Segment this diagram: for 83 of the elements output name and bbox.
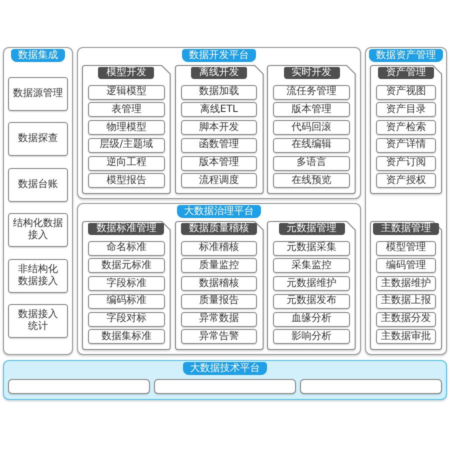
- feature-box: 编码标准: [88, 294, 165, 309]
- feature-box: 主数据维护: [376, 276, 436, 292]
- platform-panel: [3, 47, 73, 355]
- feature-box: 流程调度: [180, 173, 258, 188]
- module-title: 资产管理: [378, 67, 434, 79]
- feature-box: 代码回滚: [273, 120, 350, 136]
- feature-box: 函数管理: [180, 138, 258, 153]
- feature-box: 离线ETL: [180, 102, 258, 118]
- feature-box: 资产授权: [376, 173, 436, 188]
- feature-box: 主数据分发: [376, 312, 436, 327]
- platform-panel: [77, 47, 361, 199]
- feature-box: 逆向工程: [88, 156, 165, 171]
- feature-box: 数据稽核: [180, 276, 258, 292]
- module-title: 实时开发: [284, 67, 340, 79]
- feature-box: 元数据发布: [273, 294, 350, 309]
- feature-box: 数据源管理: [8, 76, 68, 111]
- panel-title: 大数据技术平台: [183, 362, 267, 375]
- module-panel: [174, 65, 264, 194]
- feature-box: 数据台账: [8, 168, 68, 202]
- module-panel: [267, 221, 356, 350]
- feature-box: 主数据上报: [376, 294, 436, 309]
- feature-box: 采集监控: [273, 258, 350, 274]
- platform-panel: [77, 203, 361, 355]
- feature-box: 非结构化数据接入: [8, 258, 68, 293]
- feature-box: 表管理: [88, 102, 165, 118]
- panel-title: 数据资产管理: [369, 49, 443, 62]
- feature-box: 在线编辑: [273, 138, 350, 153]
- module-title: 模型开发: [98, 67, 154, 79]
- feature-box: 资产目录: [376, 102, 436, 118]
- empty-box: [300, 379, 442, 394]
- feature-box: 异常数据: [180, 312, 258, 327]
- feature-box: 数据探查: [8, 122, 68, 156]
- feature-box: 模型管理: [376, 240, 436, 256]
- module-title: 离线开发: [191, 67, 247, 79]
- feature-box: 字段标准: [88, 276, 165, 292]
- module-panel: [267, 65, 356, 194]
- feature-box: 流任务管理: [273, 84, 350, 100]
- module-title: 数据标准管理: [88, 223, 164, 235]
- feature-box: 物理模型: [88, 120, 165, 136]
- feature-box: 版本管理: [180, 156, 258, 171]
- feature-box: 结构化数据接入: [8, 213, 68, 248]
- feature-box: 字段对标: [88, 312, 165, 327]
- feature-box: 编码管理: [376, 258, 436, 274]
- module-title: 主数据管理: [373, 223, 439, 235]
- module-title: 元数据管理: [278, 223, 345, 235]
- feature-box: 数据加载: [180, 84, 258, 100]
- feature-box: 资产检索: [376, 120, 436, 136]
- feature-box: 多语言: [273, 156, 350, 171]
- feature-box: 标准稽核: [180, 240, 258, 256]
- feature-box: 模型报告: [88, 173, 165, 188]
- empty-box: [8, 379, 150, 394]
- feature-box: 层级/主题域: [88, 138, 165, 153]
- feature-box: 影响分析: [273, 329, 350, 344]
- panel-title: 数据集成: [11, 49, 65, 62]
- feature-box: 资产订阅: [376, 156, 436, 171]
- feature-box: 数据元标准: [88, 258, 165, 274]
- feature-box: 主数据审批: [376, 329, 436, 344]
- module-panel: [82, 65, 171, 194]
- module-panel: [82, 221, 171, 350]
- feature-box: 质量报告: [180, 294, 258, 309]
- platform-panel: [3, 360, 447, 400]
- module-panel: [370, 221, 442, 350]
- feature-box: 脚本开发: [180, 120, 258, 136]
- platform-panel: [365, 47, 447, 355]
- feature-box: 数据接入统计: [8, 304, 68, 338]
- feature-box: 资产详情: [376, 138, 436, 153]
- feature-box: 在线预览: [273, 173, 350, 188]
- empty-box: [154, 379, 296, 394]
- feature-box: 血缘分析: [273, 312, 350, 327]
- feature-box: 元数据维护: [273, 276, 350, 292]
- feature-box: 数据集标准: [88, 329, 165, 344]
- module-title: 数据质量稽核: [181, 223, 257, 235]
- panel-title: 数据开发平台: [182, 49, 256, 62]
- module-panel: [370, 65, 442, 194]
- feature-box: 元数据采集: [273, 240, 350, 256]
- feature-box: 版本管理: [273, 102, 350, 118]
- feature-box: 资产视图: [376, 84, 436, 100]
- module-panel: [174, 221, 264, 350]
- panel-title: 大数据治理平台: [177, 205, 261, 218]
- feature-box: 逻辑模型: [88, 84, 165, 100]
- feature-box: 命名标准: [88, 240, 165, 256]
- feature-box: 质量监控: [180, 258, 258, 274]
- feature-box: 异常告警: [180, 329, 258, 344]
